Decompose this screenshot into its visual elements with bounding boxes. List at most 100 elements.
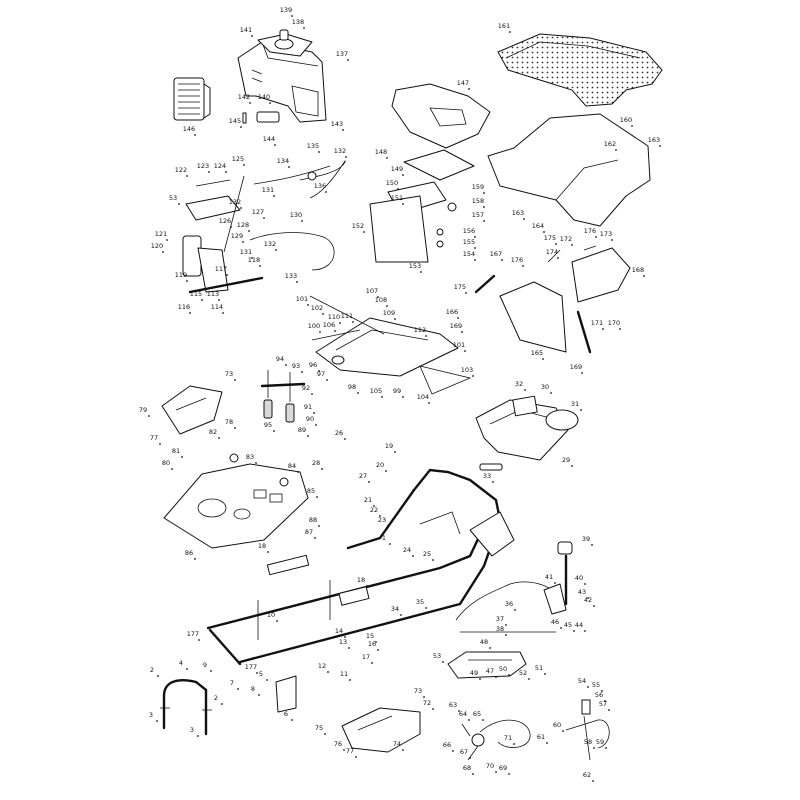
callout-dot-c36: [514, 609, 516, 611]
callout-c75: 75: [315, 724, 323, 732]
callout-dot-c85: [316, 496, 318, 498]
callout-dot-c146: [194, 134, 196, 136]
callout-c168: 168: [632, 266, 644, 274]
callout-dot-c136: [325, 191, 327, 193]
callout-c48: 48: [480, 638, 488, 646]
callout-c5: 5: [259, 670, 263, 678]
callout-c102: 102: [311, 304, 323, 312]
callout-c62: 62: [583, 771, 591, 779]
callout-dot-c52: [528, 678, 530, 680]
callout-dot-c143: [342, 129, 344, 131]
callout-c72: 72: [423, 699, 431, 707]
callout-dot-c176b: [595, 236, 597, 238]
callout-c77b: 77: [346, 747, 354, 755]
callout-c67: 67: [460, 748, 468, 756]
radiator-grille: [173, 77, 211, 121]
front-bracket: [275, 675, 297, 713]
callout-c24: 24: [403, 546, 411, 554]
callout-c60: 60: [553, 721, 561, 729]
callout-dot-c6: [291, 719, 293, 721]
callout-dot-c162: [615, 149, 617, 151]
callout-dot-c71: [513, 743, 515, 745]
callout-c13: 13: [339, 638, 347, 646]
callout-c53: 53: [169, 194, 177, 202]
callout-c159: 159: [472, 183, 484, 191]
callout-dot-c164: [543, 231, 545, 233]
callout-dot-c98: [357, 392, 359, 394]
callout-c6: 6: [284, 710, 288, 718]
callout-c163b: 163: [512, 209, 524, 217]
callout-c129: 129: [231, 232, 243, 240]
callout-c104: 104: [417, 393, 429, 401]
callout-dot-c155: [474, 247, 476, 249]
callout-dot-c97: [326, 379, 328, 381]
callout-c119: 119: [175, 271, 187, 279]
callout-dot-c144: [274, 144, 276, 146]
callout-dot-c154: [474, 259, 476, 261]
callout-c21: 21: [364, 496, 372, 504]
callout-c144: 144: [263, 135, 275, 143]
callout-dot-c114: [222, 312, 224, 314]
callout-c132: 132: [334, 147, 346, 155]
callout-c177: 177: [187, 630, 199, 638]
callout-dot-c54: [587, 686, 589, 688]
callout-c25: 25: [423, 550, 431, 558]
callout-c46: 46: [551, 618, 559, 626]
callout-dot-c124: [225, 171, 227, 173]
callout-dot-c174: [557, 257, 559, 259]
callout-dot-c158: [483, 206, 485, 208]
callout-c136: 136: [314, 182, 326, 190]
callout-dot-c141: [251, 35, 253, 37]
callout-dot-c131: [273, 195, 275, 197]
callout-dot-c122: [186, 175, 188, 177]
callout-dot-c5: [266, 679, 268, 681]
callout-dot-c31: [580, 409, 582, 411]
callout-c150: 150: [386, 179, 398, 187]
callout-dot-c139: [291, 15, 293, 17]
callout-dot-c74: [402, 749, 404, 751]
callout-dot-c101b: [464, 350, 466, 352]
callout-c142: 142: [238, 93, 250, 101]
callout-c69: 69: [499, 764, 507, 772]
callout-dot-c58: [593, 747, 595, 749]
callout-c31: 31: [571, 400, 579, 408]
callout-dot-c43: [587, 597, 589, 599]
callout-dot-c62: [592, 780, 594, 782]
callout-c97: 97: [317, 370, 325, 378]
callout-c66: 66: [443, 741, 451, 749]
callout-c38: 38: [496, 625, 504, 633]
callout-c84: 84: [288, 462, 296, 470]
callout-c132b: 132: [229, 198, 241, 206]
callout-c151: 151: [391, 194, 403, 202]
callout-c143: 143: [331, 120, 343, 128]
callout-c55: 55: [592, 681, 600, 689]
throttle-cable: [461, 719, 531, 761]
callout-c71: 71: [504, 734, 512, 742]
callout-c41: 41: [545, 573, 553, 581]
callout-c125: 125: [232, 155, 244, 163]
callout-c53b: 53: [433, 652, 441, 660]
callout-c167: 167: [490, 250, 502, 258]
callout-dot-c22: [379, 515, 381, 517]
callout-c120: 120: [151, 242, 163, 250]
side-panels: [474, 245, 631, 354]
callout-dot-c9: [210, 670, 212, 672]
callout-dot-c115: [201, 299, 203, 301]
callout-dot-c76: [343, 749, 345, 751]
callout-c162: 162: [604, 140, 616, 148]
callout-c49: 49: [470, 669, 478, 677]
callout-c176b: 176: [584, 227, 596, 235]
callout-c18b: 18: [357, 576, 365, 584]
callout-c12: 12: [318, 662, 326, 670]
callout-dot-c70: [495, 771, 497, 773]
callout-c165: 165: [531, 349, 543, 357]
callout-dot-c133: [296, 281, 298, 283]
callout-dot-c34: [400, 614, 402, 616]
callout-dot-c53b: [442, 661, 444, 663]
callout-c152: 152: [352, 222, 364, 230]
callout-c82: 82: [209, 428, 217, 436]
callout-dot-c56: [604, 700, 606, 702]
callout-c101b: 101: [453, 341, 465, 349]
callout-dot-c29: [571, 465, 573, 467]
